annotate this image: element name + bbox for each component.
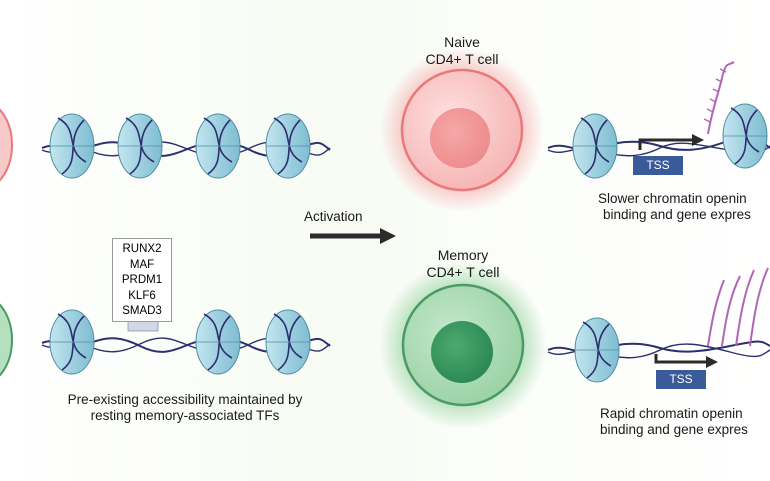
transcription-arrowhead (692, 134, 704, 146)
memory-cell (379, 261, 547, 429)
memory-cell-label: Memory CD4+ T cell (383, 247, 543, 281)
nucleosome (195, 113, 241, 179)
caption-line: Slower chromatin openin (598, 191, 747, 206)
tss-box: TSS (633, 156, 683, 175)
nucleosome (265, 113, 311, 179)
nucleosome (49, 309, 95, 375)
tf-list-box: RUNX2 MAF PRDM1 KLF6 SMAD3 (112, 238, 172, 322)
partial-cell-red (0, 108, 13, 182)
caption-slower: Slower chromatin openin binding and gene… (598, 191, 751, 224)
nucleosome (49, 113, 95, 179)
nucleosome (572, 113, 618, 179)
caption-line: Pre-existing accessibility maintained by (67, 392, 303, 407)
rna-transcripts (707, 267, 769, 347)
tf-item: RUNX2 (122, 243, 162, 255)
transcription-arrow (654, 354, 708, 364)
naive-cell (380, 48, 544, 212)
transcription-arrowhead (706, 356, 718, 368)
caption-line: resting memory-associated TFs (90, 408, 280, 424)
naive-cell-label-line2: CD4+ T cell (425, 51, 499, 68)
caption-line: binding and gene expres (603, 207, 751, 223)
nucleosome (195, 309, 241, 375)
nucleosome (117, 113, 163, 179)
caption-line: Rapid chromatin openin (600, 406, 743, 421)
tf-item: SMAD3 (122, 305, 162, 317)
memory-cell-label-line2: CD4+ T cell (426, 264, 500, 281)
transcription-arrow (638, 138, 695, 150)
activation-arrow (310, 228, 396, 244)
nucleosome (574, 317, 620, 383)
tf-item: MAF (129, 258, 155, 271)
caption-rapid: Rapid chromatin openin binding and gene … (600, 406, 748, 439)
nucleosome (722, 103, 768, 169)
partial-cell-green (0, 303, 13, 377)
nucleosome (265, 309, 311, 375)
activation-label: Activation (304, 209, 363, 224)
caption-line: binding and gene expres (600, 422, 748, 438)
rna-transcript (703, 61, 735, 135)
caption-pre-existing: Pre-existing accessibility maintained by… (30, 392, 340, 425)
memory-cell-label-line1: Memory (437, 247, 489, 263)
tf-item: PRDM1 (121, 274, 163, 286)
tss-box: TSS (656, 370, 706, 389)
tf-complex-shape (127, 320, 159, 332)
naive-cell-label-line1: Naive (444, 34, 480, 50)
tf-item: KLF6 (128, 289, 156, 302)
naive-cell-label: Naive CD4+ T cell (382, 34, 542, 68)
